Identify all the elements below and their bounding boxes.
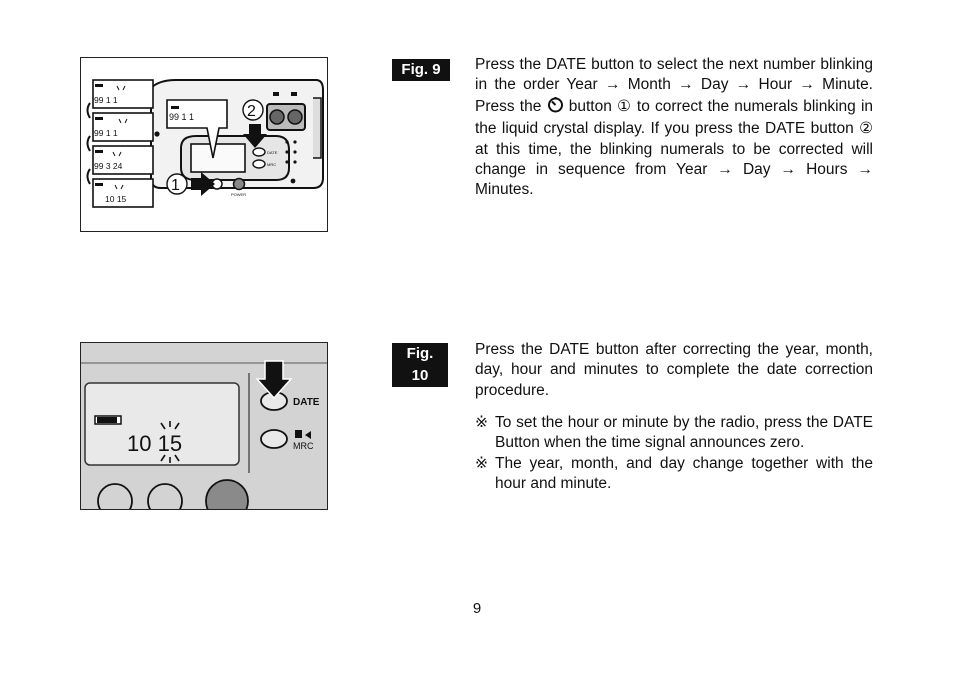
press-arrow-down [255,360,293,400]
camera-panel-closeup-svg: 10 15 DATE MRC [81,343,327,509]
page-number: 9 [472,600,482,617]
fig10-instructions: Press the DATE button after correcting t… [475,341,873,399]
note-bullet: ※ [475,454,488,472]
note-item: ※ The year, month, and day change togethe… [475,454,873,495]
note-bullet: ※ [475,414,488,431]
callout-1: 1 [171,177,180,194]
fig10-label: Fig. 10 [392,343,448,387]
fig10-notes: ※ To set the hour or minute by the radio,… [475,413,873,495]
press-arrow-right [191,172,215,196]
fig9-text-part1: Press the DATE button to select the next… [475,56,873,115]
fig9-instructions: Press the DATE button to select the next… [475,55,873,201]
lcd-readout-day: 99 3 24 [94,161,123,171]
lcd-readout-month: 99 1 1 [94,128,118,138]
note-text: The year, month, and day change together… [495,454,873,493]
fig9-illustration: DATE MRC POWER 99 1 1 99 1 1 99 1 1 99 3… [80,57,328,232]
self-timer-icon [547,96,564,119]
fig9-label: Fig. 9 [392,59,450,81]
lcd-sequence: 99 1 1 99 1 1 99 3 24 10 15 [86,79,154,208]
note-text: To set the hour or minute by the radio, … [495,414,873,452]
fig9-text-part2: button ① to correct the numerals blinkin… [475,97,874,199]
camera-top-view-svg: DATE MRC POWER 99 1 1 99 1 1 99 1 1 99 3… [86,79,324,208]
fig10-illustration: 10 15 DATE MRC [80,342,328,510]
fig10-date-label: DATE [293,397,320,408]
callout-lcd-readout: 99 1 1 [169,112,194,122]
note-item: ※ To set the hour or minute by the radio,… [475,413,873,454]
svg-text:MRC: MRC [267,162,276,167]
svg-text:POWER: POWER [231,192,246,197]
fig10-lcd-readout: 10 15 [127,431,182,456]
lcd-readout-time: 10 15 [105,194,127,204]
press-arrow-down [243,124,267,148]
fig10-mrc-label: MRC [293,441,314,451]
svg-text:DATE: DATE [267,150,278,155]
lcd-readout-year: 99 1 1 [94,95,118,105]
callout-2: 2 [247,103,256,120]
